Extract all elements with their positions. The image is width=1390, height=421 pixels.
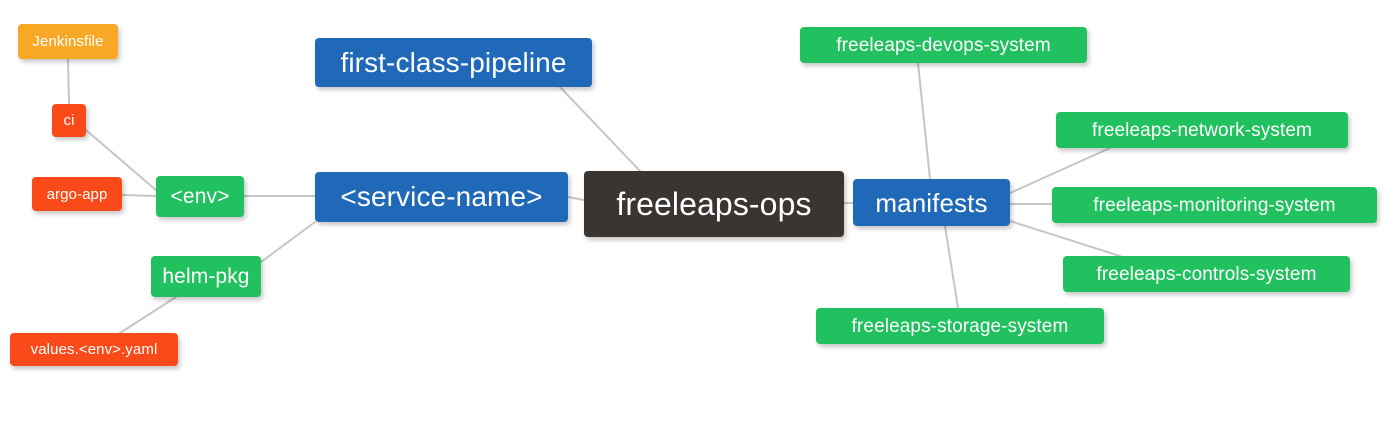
node-label-first-class-pipeline: first-class-pipeline <box>340 46 567 78</box>
node-label-ci: ci <box>63 112 75 129</box>
node-label-freeleaps-storage-system: freeleaps-storage-system <box>851 315 1069 337</box>
node-label-env: <env> <box>170 185 230 208</box>
mindmap-node-first-class-pipeline[interactable]: first-class-pipeline <box>315 38 592 87</box>
node-label-service-name: <service-name> <box>340 181 543 212</box>
edge-manifests-to-freeleaps-controls-system <box>1009 220 1121 257</box>
mindmap-node-values-yaml[interactable]: values.<env>.yaml <box>10 333 178 366</box>
edge-service-name-to-helm-pkg <box>260 221 316 263</box>
edge-jenkinsfile-to-ci <box>67 58 70 105</box>
mindmap-node-freeleaps-devops-system[interactable]: freeleaps-devops-system <box>800 27 1087 63</box>
mindmap-node-manifests[interactable]: manifests <box>853 179 1010 226</box>
edge-first-class-pipeline-to-freeleaps-ops <box>559 86 641 172</box>
node-label-values-yaml: values.<env>.yaml <box>30 341 158 358</box>
mindmap-node-env[interactable]: <env> <box>156 176 244 217</box>
edge-manifests-to-freeleaps-storage-system <box>944 225 959 309</box>
edge-service-name-to-freeleaps-ops <box>567 196 585 201</box>
node-label-jenkinsfile: Jenkinsfile <box>32 33 104 50</box>
edge-manifests-to-freeleaps-devops-system <box>917 62 931 180</box>
mindmap-node-helm-pkg[interactable]: helm-pkg <box>151 256 261 297</box>
node-label-freeleaps-devops-system: freeleaps-devops-system <box>836 34 1051 56</box>
mindmap-node-freeleaps-network-system[interactable]: freeleaps-network-system <box>1056 112 1348 148</box>
mindmap-node-freeleaps-ops[interactable]: freeleaps-ops <box>584 171 844 237</box>
node-label-helm-pkg: helm-pkg <box>162 265 250 288</box>
node-label-freeleaps-controls-system: freeleaps-controls-system <box>1096 263 1317 285</box>
mindmap-node-freeleaps-storage-system[interactable]: freeleaps-storage-system <box>816 308 1104 344</box>
node-label-freeleaps-network-system: freeleaps-network-system <box>1092 119 1312 141</box>
mindmap-node-jenkinsfile[interactable]: Jenkinsfile <box>18 24 118 59</box>
edge-argo-app-to-env <box>121 194 157 197</box>
mindmap-node-freeleaps-controls-system[interactable]: freeleaps-controls-system <box>1063 256 1350 292</box>
mindmap-node-ci[interactable]: ci <box>52 104 86 137</box>
node-label-freeleaps-monitoring-system: freeleaps-monitoring-system <box>1093 194 1336 216</box>
edge-helm-pkg-to-values-yaml <box>119 296 177 334</box>
mindmap-node-service-name[interactable]: <service-name> <box>315 172 568 222</box>
node-label-argo-app: argo-app <box>46 185 108 203</box>
mindmap-node-freeleaps-monitoring-system[interactable]: freeleaps-monitoring-system <box>1052 187 1377 223</box>
node-label-freeleaps-ops: freeleaps-ops <box>616 186 812 222</box>
mindmap-node-argo-app[interactable]: argo-app <box>32 177 122 211</box>
node-label-manifests: manifests <box>875 187 988 218</box>
